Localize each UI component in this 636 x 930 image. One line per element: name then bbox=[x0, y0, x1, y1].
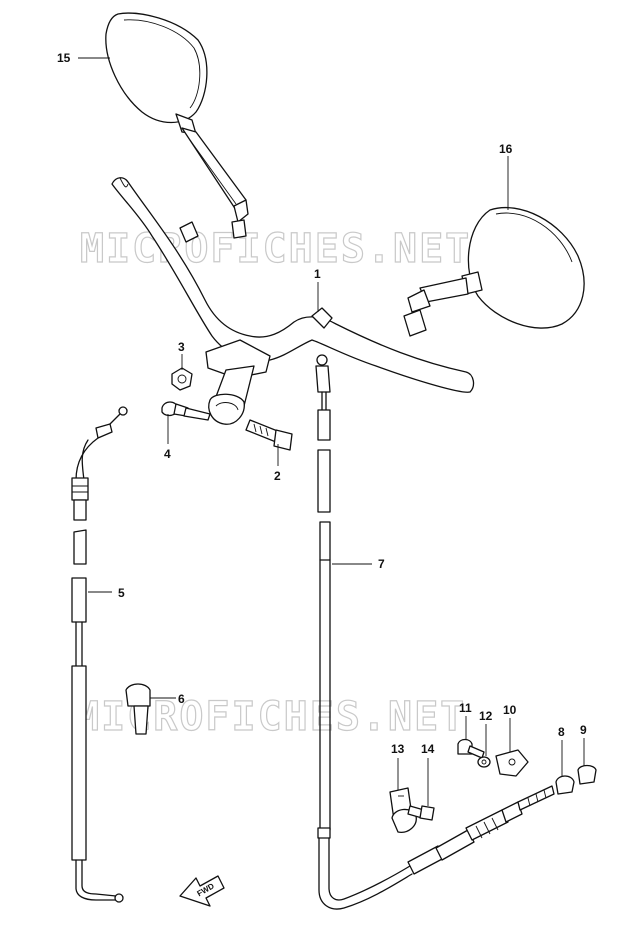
left-mirror bbox=[105, 12, 249, 239]
clutch-cable bbox=[315, 354, 555, 910]
bolt-short bbox=[161, 401, 211, 421]
callout-4: 4 bbox=[164, 447, 171, 461]
screw bbox=[457, 738, 485, 759]
callout-14: 14 bbox=[421, 742, 435, 756]
callout-1: 1 bbox=[314, 267, 321, 281]
bracket-bolt bbox=[407, 805, 435, 821]
washer bbox=[477, 756, 491, 768]
callout-13: 13 bbox=[391, 742, 405, 756]
callout-9: 9 bbox=[580, 723, 587, 737]
throttle-cable bbox=[71, 406, 128, 903]
cable-cover bbox=[577, 764, 597, 785]
handlebar-holder bbox=[205, 339, 271, 425]
callout-7: 7 bbox=[378, 557, 385, 571]
watermark-top: MICROFICHES.NET bbox=[80, 226, 471, 272]
fwd-arrow-icon: FWD bbox=[179, 875, 225, 907]
callout-numbers: 15 16 1 3 4 2 5 6 7 13 14 11 12 10 8 9 bbox=[57, 51, 587, 756]
nut bbox=[171, 367, 193, 391]
callout-3: 3 bbox=[178, 340, 185, 354]
callout-8: 8 bbox=[558, 725, 565, 739]
callout-10: 10 bbox=[503, 703, 517, 717]
cable-holder bbox=[125, 683, 151, 735]
cable-plate bbox=[495, 749, 529, 777]
callout-2: 2 bbox=[274, 469, 281, 483]
handlebar bbox=[111, 177, 475, 393]
callout-16: 16 bbox=[499, 142, 513, 156]
cable-cap bbox=[555, 775, 575, 795]
callout-5: 5 bbox=[118, 586, 125, 600]
bolt-long bbox=[245, 419, 293, 451]
right-mirror bbox=[403, 206, 585, 337]
callout-15: 15 bbox=[57, 51, 71, 65]
callout-6: 6 bbox=[178, 692, 185, 706]
callout-11: 11 bbox=[459, 701, 472, 715]
callout-12: 12 bbox=[479, 709, 493, 723]
callout-leaders bbox=[78, 57, 585, 806]
